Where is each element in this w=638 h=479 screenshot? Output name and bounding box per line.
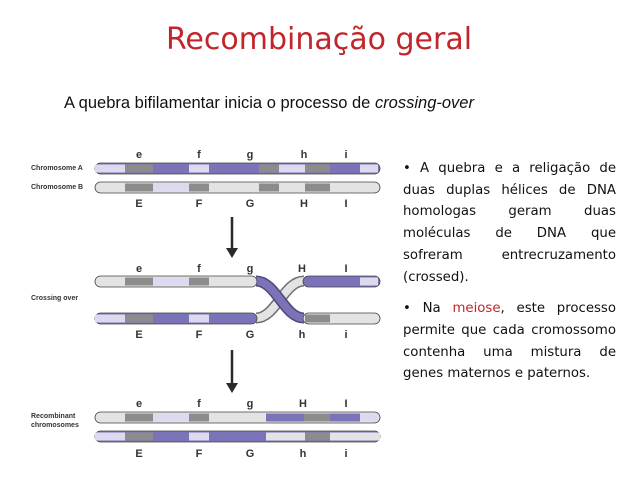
recombinant-chromosome-top bbox=[95, 412, 380, 423]
crossing-over-diagram: Chromosome A Chromosome B Crossing over … bbox=[0, 0, 400, 479]
bullet-item: • A quebra e a religação de duas duplas … bbox=[403, 158, 616, 288]
gene-label: H bbox=[300, 198, 308, 210]
label-chromosomes: chromosomes bbox=[31, 422, 79, 429]
gene-label: H bbox=[298, 263, 306, 275]
label-crossing-over: Crossing over bbox=[31, 295, 78, 302]
label-chromosome-b: Chromosome B bbox=[31, 184, 83, 191]
gene-label: h bbox=[301, 149, 308, 161]
gene-label: h bbox=[299, 329, 306, 341]
gene-label: G bbox=[246, 329, 255, 341]
crossing-over-bottom-strand bbox=[95, 313, 380, 324]
stage3-gene-labels: e f g H I E F G h i bbox=[135, 398, 347, 460]
label-recombinant: Recombinant bbox=[31, 413, 76, 420]
highlight-term: meiose bbox=[452, 301, 500, 316]
gene-label: g bbox=[247, 263, 254, 275]
gene-label: I bbox=[344, 263, 347, 275]
gene-label: F bbox=[196, 198, 203, 210]
gene-label: G bbox=[246, 198, 255, 210]
gene-label: g bbox=[247, 398, 254, 410]
gene-label: E bbox=[135, 448, 142, 460]
label-chromosome-a: Chromosome A bbox=[31, 165, 83, 172]
gene-label: h bbox=[300, 448, 307, 460]
gene-label: i bbox=[344, 149, 347, 161]
gene-label: f bbox=[197, 398, 201, 410]
chromosome-a bbox=[95, 163, 380, 174]
gene-label: g bbox=[247, 149, 254, 161]
arrow-down-icon bbox=[226, 350, 238, 393]
gene-label: H bbox=[299, 398, 307, 410]
gene-label: i bbox=[344, 329, 347, 341]
gene-label: E bbox=[135, 329, 142, 341]
bullet-item: • Na meiose, este processo permite que c… bbox=[403, 298, 616, 385]
gene-label: E bbox=[135, 198, 142, 210]
gene-label: f bbox=[197, 149, 201, 161]
arrow-down-icon bbox=[226, 217, 238, 258]
bullet-list: • A quebra e a religação de duas duplas … bbox=[403, 158, 616, 395]
gene-label: G bbox=[246, 448, 255, 460]
stage1-gene-labels: e f g h i E F G H I bbox=[135, 149, 347, 210]
gene-label: F bbox=[196, 329, 203, 341]
gene-label: f bbox=[197, 263, 201, 275]
chromosome-b bbox=[95, 182, 380, 193]
gene-label: F bbox=[196, 448, 203, 460]
crossover-strands bbox=[256, 281, 304, 318]
gene-label: I bbox=[344, 398, 347, 410]
gene-label: i bbox=[344, 448, 347, 460]
bullet-text: • Na bbox=[403, 301, 452, 316]
recombinant-chromosome-bottom bbox=[95, 431, 380, 442]
stage2-gene-labels: e f g H I E F G h i bbox=[135, 263, 347, 341]
crossing-over-top-strand bbox=[95, 276, 380, 287]
gene-label: e bbox=[136, 149, 142, 161]
gene-label: e bbox=[136, 398, 142, 410]
gene-label: e bbox=[136, 263, 142, 275]
gene-label: I bbox=[344, 198, 347, 210]
